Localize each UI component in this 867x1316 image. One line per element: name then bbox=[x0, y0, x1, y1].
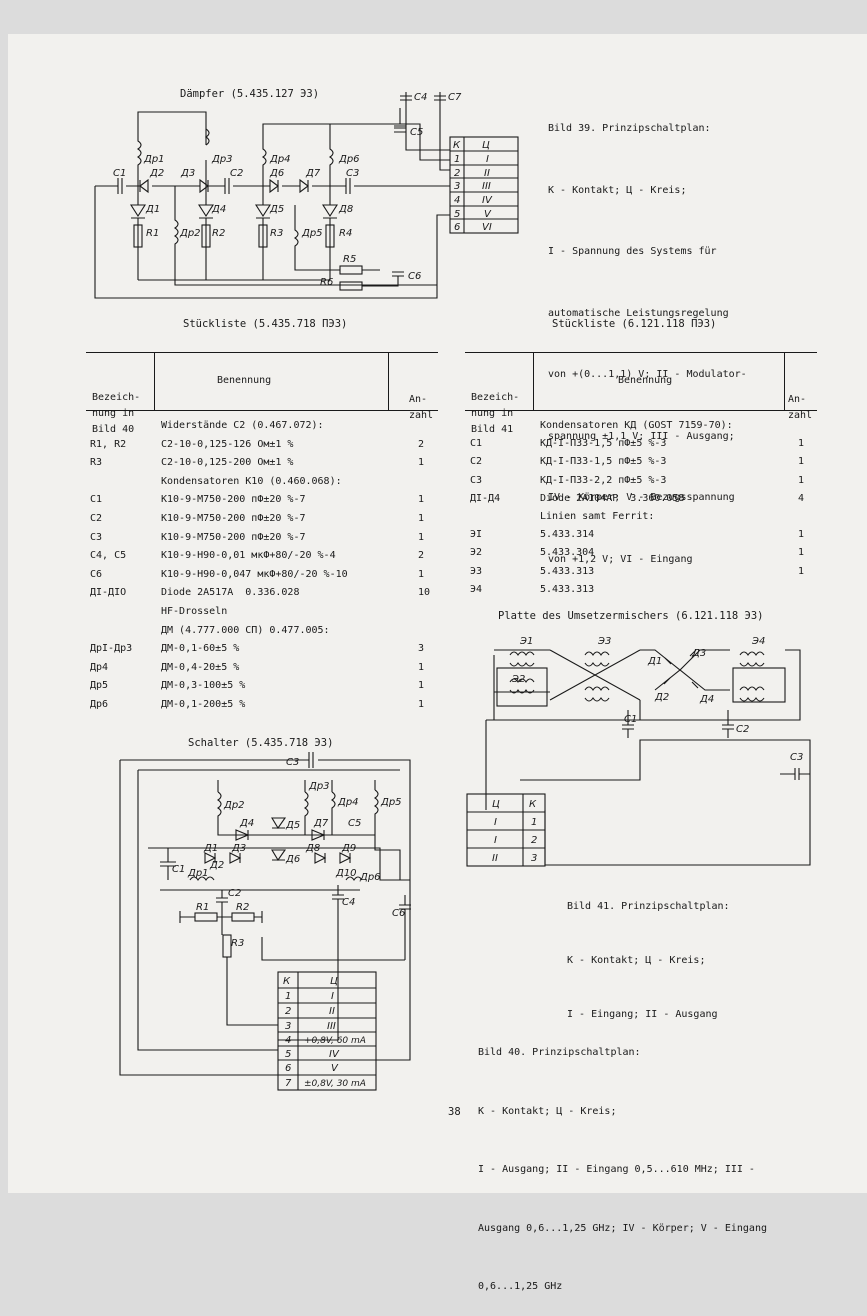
list-right-cell: 1 bbox=[798, 456, 805, 468]
list-left-cell: C2 bbox=[90, 513, 103, 524]
list-left-cell: C3 bbox=[90, 531, 103, 543]
list-left-cell: Др6 bbox=[90, 699, 109, 710]
list-right-cell: Diode 2А104АР 3.360.058 bbox=[540, 492, 685, 504]
list-left-cell: R1, R2 bbox=[90, 438, 127, 450]
list-left-cell: ДМ-0,1-60±5 % bbox=[161, 643, 240, 655]
list-right-cell: ДI-Д4 bbox=[470, 492, 501, 504]
list-left-cell: C1 bbox=[90, 494, 103, 506]
list-left-cell: ДМ-0,4-20±5 % bbox=[161, 661, 240, 673]
list-left-cell: С2-10-0,125-200 Ом±1 % bbox=[161, 457, 294, 469]
list-left-cell: Др5 bbox=[90, 680, 109, 692]
list-right-cell: 1 bbox=[798, 547, 805, 559]
list-right-cell: КД-I-ПЗЗ-1,5 пФ±5 %-3 bbox=[540, 456, 667, 468]
list-left-cell: 1 bbox=[418, 513, 425, 524]
list-left-cell: Др4 bbox=[90, 661, 109, 673]
schematic-40-title: Schalter (5.435.718 ЭЗ) bbox=[188, 737, 334, 749]
list-right-cell: Э4 bbox=[470, 583, 483, 595]
list-left-cell: К10-9-М750-200 пФ±20 %-7 bbox=[161, 531, 306, 543]
caption-bild-39: Bild 39. Prinzipschaltplan: K - Kontakt;… bbox=[548, 123, 747, 565]
list-left-head-col2: Benennung bbox=[217, 375, 272, 386]
list-right-head-col3: An-zahl bbox=[788, 394, 813, 421]
list-left-cell: ДМ-0,1-200±5 % bbox=[161, 699, 246, 710]
caption-bild-41: Bild 41. Prinzipschaltplan: K - Kontakt;… bbox=[567, 901, 730, 1020]
list-right-cell: Linien samt Ferrit: bbox=[540, 511, 655, 522]
list-left-cell: Widerstände С2 (0.467.072): bbox=[161, 420, 324, 431]
list-right-cell: 1 bbox=[798, 529, 805, 541]
list-right-cell: 5.433.313 bbox=[540, 583, 595, 595]
list-right-cell: 1 bbox=[798, 474, 805, 486]
list-right-cell: C3 bbox=[470, 474, 483, 486]
parts-list-left-title: Stückliste (5.435.718 ПЭЗ) bbox=[183, 318, 348, 330]
list-left-cell: 3 bbox=[418, 643, 425, 655]
list-left-cell: К10-9-М750-200 пФ±20 %-7 bbox=[161, 513, 306, 524]
list-right-cell: КД-I-ПЗЗ-2,2 пФ±5 %-3 bbox=[540, 474, 667, 486]
list-right-cell: C2 bbox=[470, 456, 483, 468]
list-left-cell: ДМ-0,3-100±5 % bbox=[161, 680, 246, 692]
list-right-cell: 1 bbox=[798, 565, 805, 577]
list-left-cell: C6 bbox=[90, 568, 103, 580]
list-left-cell: 1 bbox=[418, 699, 425, 710]
list-left-cell: С2-10-0,125-126 Ом±1 % bbox=[161, 438, 294, 450]
list-left-cell: 1 bbox=[418, 457, 425, 469]
list-left-cell: ДрI-Др3 bbox=[90, 643, 133, 655]
list-right-cell: 1 bbox=[798, 438, 805, 450]
list-left-cell: 1 bbox=[418, 680, 425, 692]
list-right-cell: Э2 bbox=[470, 547, 483, 559]
list-left-head-col3: An-zahl bbox=[409, 394, 434, 421]
list-left-cell: ДМ (4.777.000 СП) 0.477.005: bbox=[161, 624, 330, 636]
list-left-cell: 1 bbox=[418, 494, 425, 506]
parts-list-right-title: Stückliste (6.121.118 ПЭЗ) bbox=[552, 318, 717, 330]
list-left-cell: К10-9-М750-200 пФ±20 %-7 bbox=[161, 494, 306, 506]
list-left-cell: C4, C5 bbox=[90, 550, 127, 562]
list-left-cell: 1 bbox=[418, 568, 425, 580]
caption-bild-40: Bild 40. Prinzipschaltplan: K - Kontakt;… bbox=[478, 1047, 767, 1292]
list-left-cell: 1 bbox=[418, 661, 425, 673]
list-right-cell: ЭI bbox=[470, 529, 483, 541]
list-right-cell: 5.433.313 bbox=[540, 565, 595, 577]
list-right-head-col2: Benennung bbox=[618, 375, 673, 386]
schematic-41-title: Platte des Umsetzermischers (6.121.118 Э… bbox=[498, 610, 764, 622]
list-left-cell: К10-9-Н90-0,047 мкФ+80/-20 %-10 bbox=[161, 568, 348, 580]
list-left-cell: Diode 2А517А 0.336.028 bbox=[161, 587, 300, 599]
list-left-cell: ДI-ДIO bbox=[90, 587, 127, 599]
list-right-cell: C1 bbox=[470, 438, 483, 450]
schematic-39-title: Dämpfer (5.435.127 ЭЗ) bbox=[180, 88, 320, 100]
list-right-cell: 4 bbox=[798, 492, 805, 504]
list-right-cell: 5.433.314 bbox=[540, 529, 595, 541]
list-right-cell: 5.433.304 bbox=[540, 547, 595, 559]
list-right-cell: Э3 bbox=[470, 565, 483, 577]
list-right-cell: КД-I-ПЗЗ-1,5 пФ±5 %-3 bbox=[540, 438, 667, 450]
list-right-cell: Kondensatoren КД (GOST 7159-70): bbox=[540, 420, 733, 431]
list-left-cell: Kondensatoren К10 (0.460.068): bbox=[161, 475, 342, 487]
list-left-cell: R3 bbox=[90, 457, 103, 469]
list-left-cell: 2 bbox=[418, 438, 425, 450]
list-left-cell: HF-Drosseln bbox=[161, 606, 228, 617]
list-left-cell: К10-9-Н90-0,01 мкФ+80/-20 %-4 bbox=[161, 550, 336, 562]
page-number: 38 bbox=[448, 1106, 461, 1118]
list-left-cell: 10 bbox=[418, 587, 431, 599]
list-left-cell: 1 bbox=[418, 531, 425, 543]
list-left-cell: 2 bbox=[418, 550, 425, 562]
